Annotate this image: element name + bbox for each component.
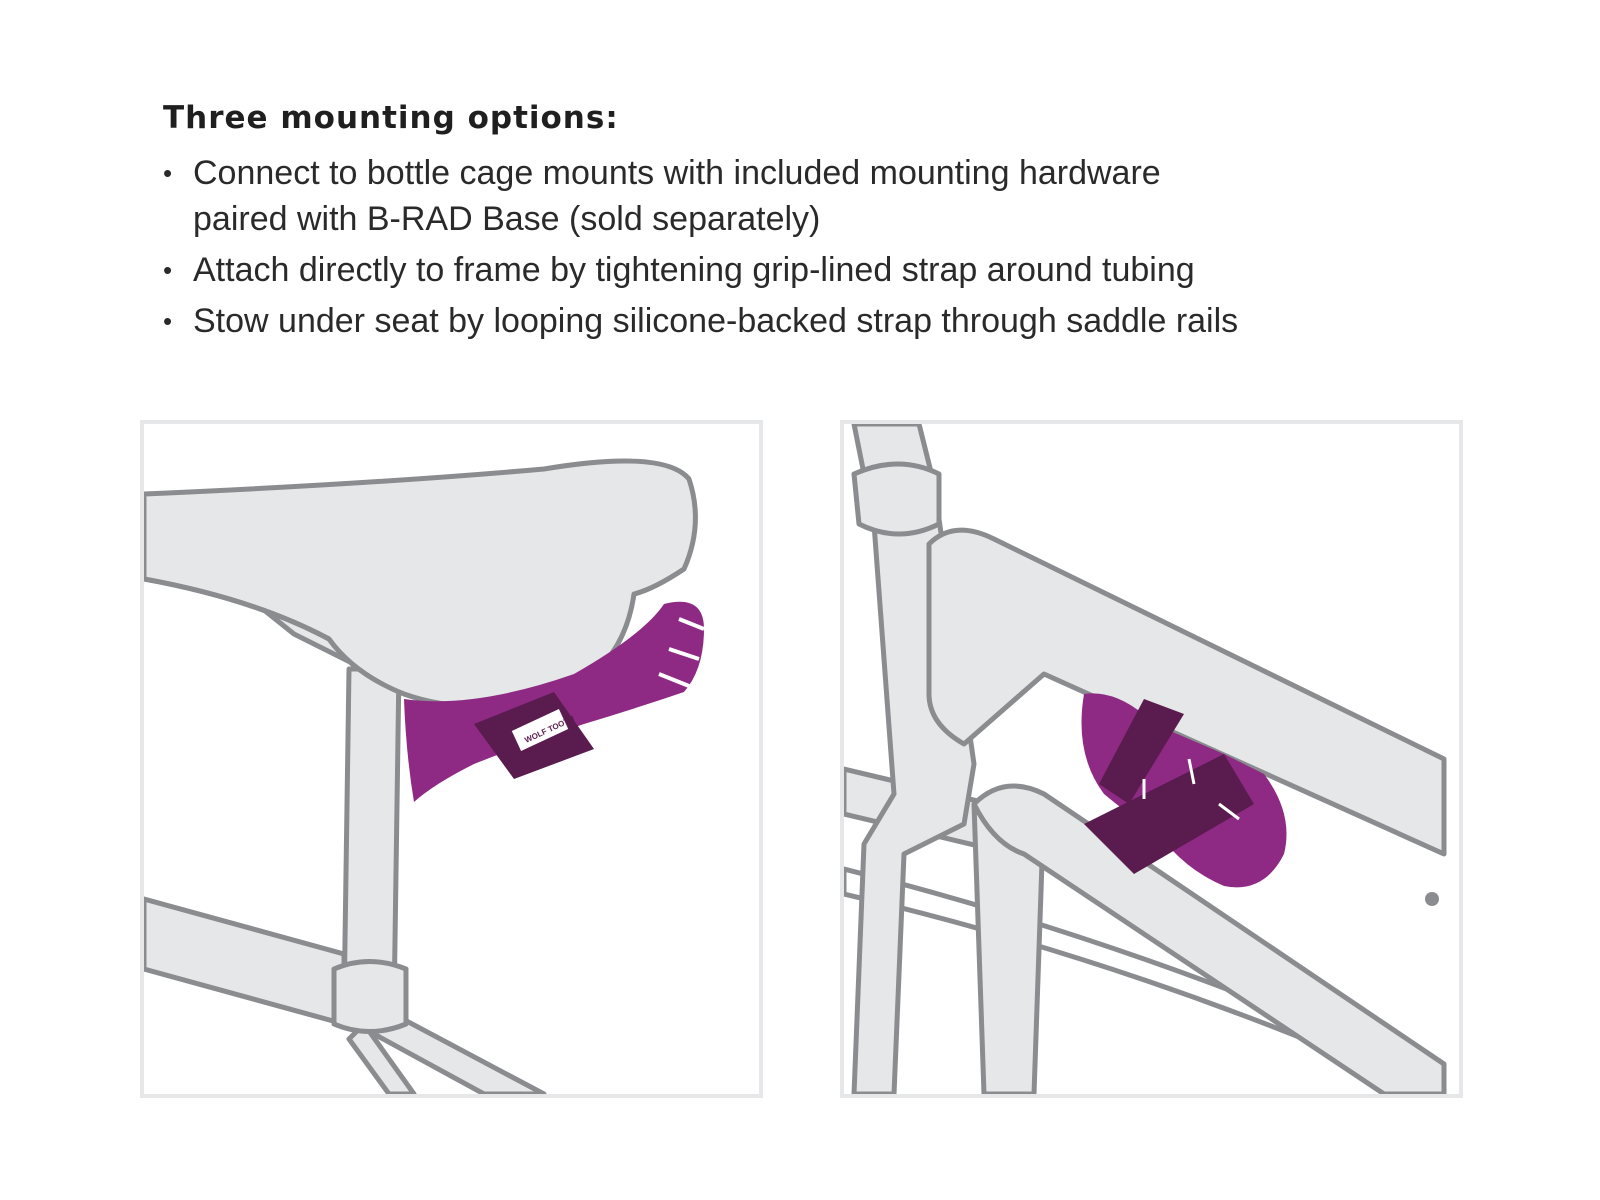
seat-collar: [331, 959, 409, 1034]
seat-post: [341, 666, 402, 1012]
mounting-option-item: • Connect to bottle cage mounts with inc…: [163, 150, 1423, 242]
bullet-icon: •: [163, 306, 173, 336]
seat-stay-2: [346, 1021, 417, 1094]
frame-strap-illustration: [844, 424, 1447, 1094]
saddle: [144, 458, 698, 709]
mounting-option-text: Attach directly to frame by tightening g…: [193, 251, 1195, 289]
top-tube: [144, 896, 347, 1027]
mounting-option-text: Stow under seat by looping silicone-back…: [193, 302, 1239, 340]
mounting-option-item: • Attach directly to frame by tightening…: [163, 247, 1423, 293]
under-seat-illustration-panel: WOLF TOOTH: [140, 420, 763, 1098]
head-tube-collar: [851, 461, 942, 537]
frame-bag: [1081, 693, 1287, 888]
mounting-option-text-continued: paired with B-RAD Base (sold separately): [193, 200, 821, 238]
page-heading: Three mounting options:: [163, 100, 619, 136]
mounting-options-list: • Connect to bottle cage mounts with inc…: [163, 150, 1423, 349]
mounting-option-item: • Stow under seat by looping silicone-ba…: [163, 298, 1423, 344]
bullet-icon: •: [163, 255, 173, 285]
lower-tube: [971, 783, 1447, 1094]
saddle-edge: [144, 576, 331, 642]
under-seat-bag: WOLF TOOTH: [404, 601, 705, 802]
bullet-icon: •: [163, 158, 173, 188]
mounting-option-text: Connect to bottle cage mounts with inclu…: [193, 154, 1161, 192]
bolt-icon: [1425, 892, 1439, 906]
under-seat-illustration: WOLF TOOTH: [144, 458, 705, 1094]
frame-strap-illustration-panel: [840, 420, 1463, 1098]
